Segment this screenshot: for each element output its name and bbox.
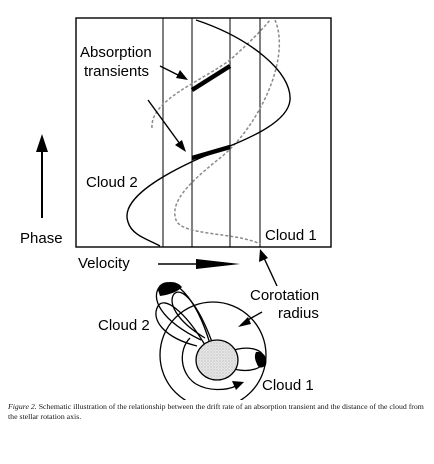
corotation-arrow-lower-head [238,317,251,327]
phase-velocity-box [75,17,332,248]
transient-arrow-lower-head [175,140,186,152]
transient-arrow-lower-shaft [147,99,181,145]
corotation-arrow-upper-shaft [263,257,278,287]
corotation-label-line1: Corotation [250,287,319,304]
figure-caption: Figure 2. Schematic illustration of the … [8,402,428,421]
phase-axis-label: Phase [20,230,63,247]
cloud2-loop-third [155,302,206,347]
cloud1-sinusoid [174,19,281,245]
velocity-arrow-head [196,259,240,269]
corotation-schematic-diagram: Absorption transients Cloud 2 Cloud 1 Ph… [20,17,332,400]
transient-arrow-upper-shaft [159,65,181,77]
velocity-axis-label: Velocity [78,255,130,272]
corotation-circle [159,301,267,400]
absorption-label-line1: Absorption [80,44,152,61]
absorption-label-line2: transients [84,63,149,80]
corotation-arrow-upper-head [259,249,268,262]
corotation-label-line2: radius [278,305,319,322]
transient-arrow-upper-head [176,70,188,80]
cloud2-loop-inner [171,291,213,343]
figure-number: Figure 2. [8,402,37,411]
phase-arrow-head [36,134,48,152]
absorption-transient-upper [190,64,232,92]
cloud1-upper-label: Cloud 1 [265,227,317,244]
cloud1-blob [254,351,267,368]
absorption-transient-lower [191,144,231,161]
caption-text: Schematic illustration of the relationsh… [8,402,424,421]
cloud2-lower-label: Cloud 2 [98,317,150,334]
cloud2-upper-label: Cloud 2 [86,174,138,191]
cloud1-sinusoid-upper [151,19,271,129]
cloud2-blob [158,281,182,296]
star [195,339,239,381]
cloud1-lower-label: Cloud 1 [262,377,314,394]
rotation-arrow-head [232,381,244,390]
rotation-arc [181,337,237,391]
